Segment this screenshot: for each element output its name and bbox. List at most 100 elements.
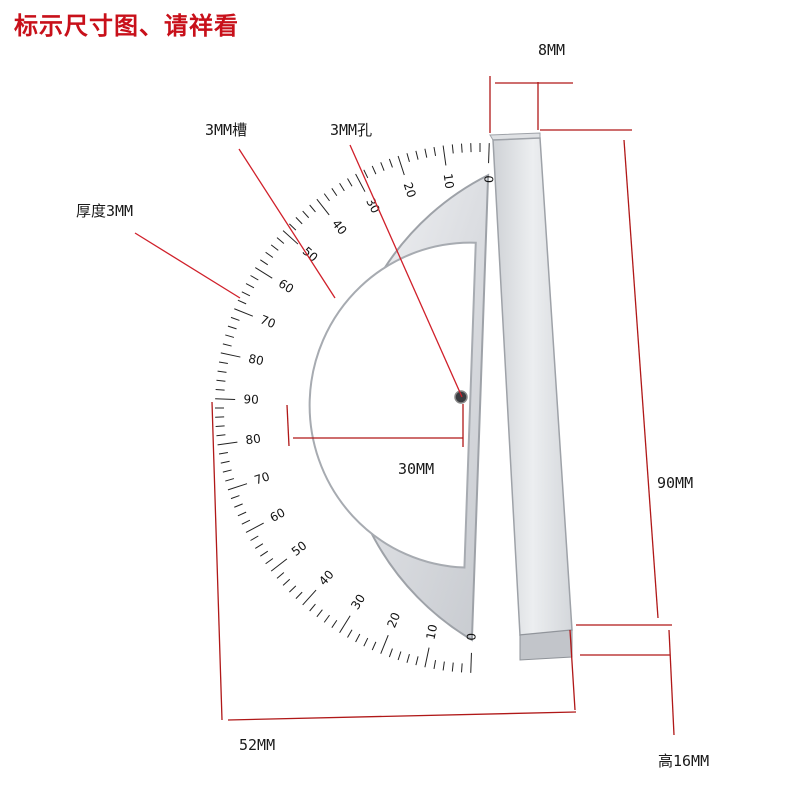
scale-tick [380,162,385,171]
scale-label: 60 [268,505,288,525]
scale-tick [260,550,269,557]
scale-tick [215,407,224,409]
leader-lines [134,144,463,398]
scale-tick [433,146,437,156]
scale-tick [265,558,274,565]
scale-label: 80 [247,351,265,368]
scale-tick [225,478,235,482]
label-height: 高16MM [658,752,709,770]
scale-tick [488,143,490,164]
scale-tick [217,370,227,373]
scale-tick [331,619,338,628]
scale-tick [309,603,316,612]
scale-label: 40 [316,567,337,588]
scale-label: 0 [464,633,478,641]
straight-edge-bar [489,132,573,661]
scale-tick [241,519,251,525]
scale-tick [260,259,269,266]
scale-tick [470,143,472,153]
scale-tick [397,155,405,176]
scale-tick [234,503,243,508]
scale-tick [451,662,454,672]
scale-tick [220,352,241,358]
scale-tick [295,217,303,225]
scale-tick [265,251,274,258]
scale-tick [241,291,251,297]
scale-tick [255,267,273,279]
scale-tick [323,193,330,202]
scale-tick [371,641,377,651]
scale-label: 50 [289,538,310,558]
scale-tick [347,629,353,638]
scale-tick [250,535,259,541]
scale-tick [424,148,428,158]
scale-tick [302,210,310,219]
scale-ticks [215,143,490,673]
scale-tick [234,308,254,317]
scale-tick [433,660,437,670]
scale-label: 60 [276,276,296,296]
scale-tick [406,153,410,163]
scale-label: 0 [481,175,495,183]
scale-tick [406,653,410,663]
scale-label: 10 [423,623,440,641]
scale-tick [245,283,255,289]
scale-tick [323,614,330,623]
scale-label: 20 [401,181,419,200]
scale-tick [289,585,297,593]
scale-tick [316,609,323,618]
scale-tick [415,656,419,666]
scale-tick [227,325,237,330]
scale-tick [451,144,454,154]
scale-tick [222,469,232,473]
scale-label: 70 [258,312,277,331]
label-radius: 30MM [398,460,434,478]
scale-tick [415,150,419,160]
scale-tick [339,615,351,633]
scale-tick [363,637,369,647]
scale-tick [276,237,285,244]
scale-tick [339,183,345,192]
scale-tick [461,663,463,673]
scale-tick [225,334,235,338]
scale-tick [470,652,472,673]
scale-tick [295,591,303,599]
bar-end-face [519,629,573,661]
scale-tick [461,143,463,153]
scale-tick [218,451,228,455]
scale-label: 80 [245,431,262,447]
scale-tick [282,230,299,245]
scale-tick [215,389,225,391]
scale-tick [289,223,297,231]
label-length: 90MM [657,474,693,492]
scale-tick [237,299,247,305]
scale-tick [217,441,238,446]
scale-tick [216,379,226,382]
scale-tick [245,522,264,533]
bar-face [492,137,573,636]
scale-tick [250,275,259,281]
center-hole [454,390,468,404]
scale-tick [270,558,288,572]
scale-tick [276,572,285,579]
scale-tick [227,483,248,491]
scale-tick [380,634,389,654]
scale-tick [282,578,291,586]
scale-tick [316,198,330,216]
scale-tick [215,416,225,418]
scale-tick [230,316,240,321]
scale-tick [355,633,361,643]
scale-tick [218,361,228,365]
scale-tick [363,169,369,179]
scale-label: 90 [243,392,259,407]
scale-tick [215,425,225,427]
scale-tick [220,460,230,464]
label-width-top: 8MM [538,41,565,59]
scale-tick [442,145,447,166]
scale-tick [424,647,430,668]
scale-tick [442,661,445,671]
scale-label: 10 [441,173,457,190]
label-width-bottom: 52MM [239,736,275,754]
